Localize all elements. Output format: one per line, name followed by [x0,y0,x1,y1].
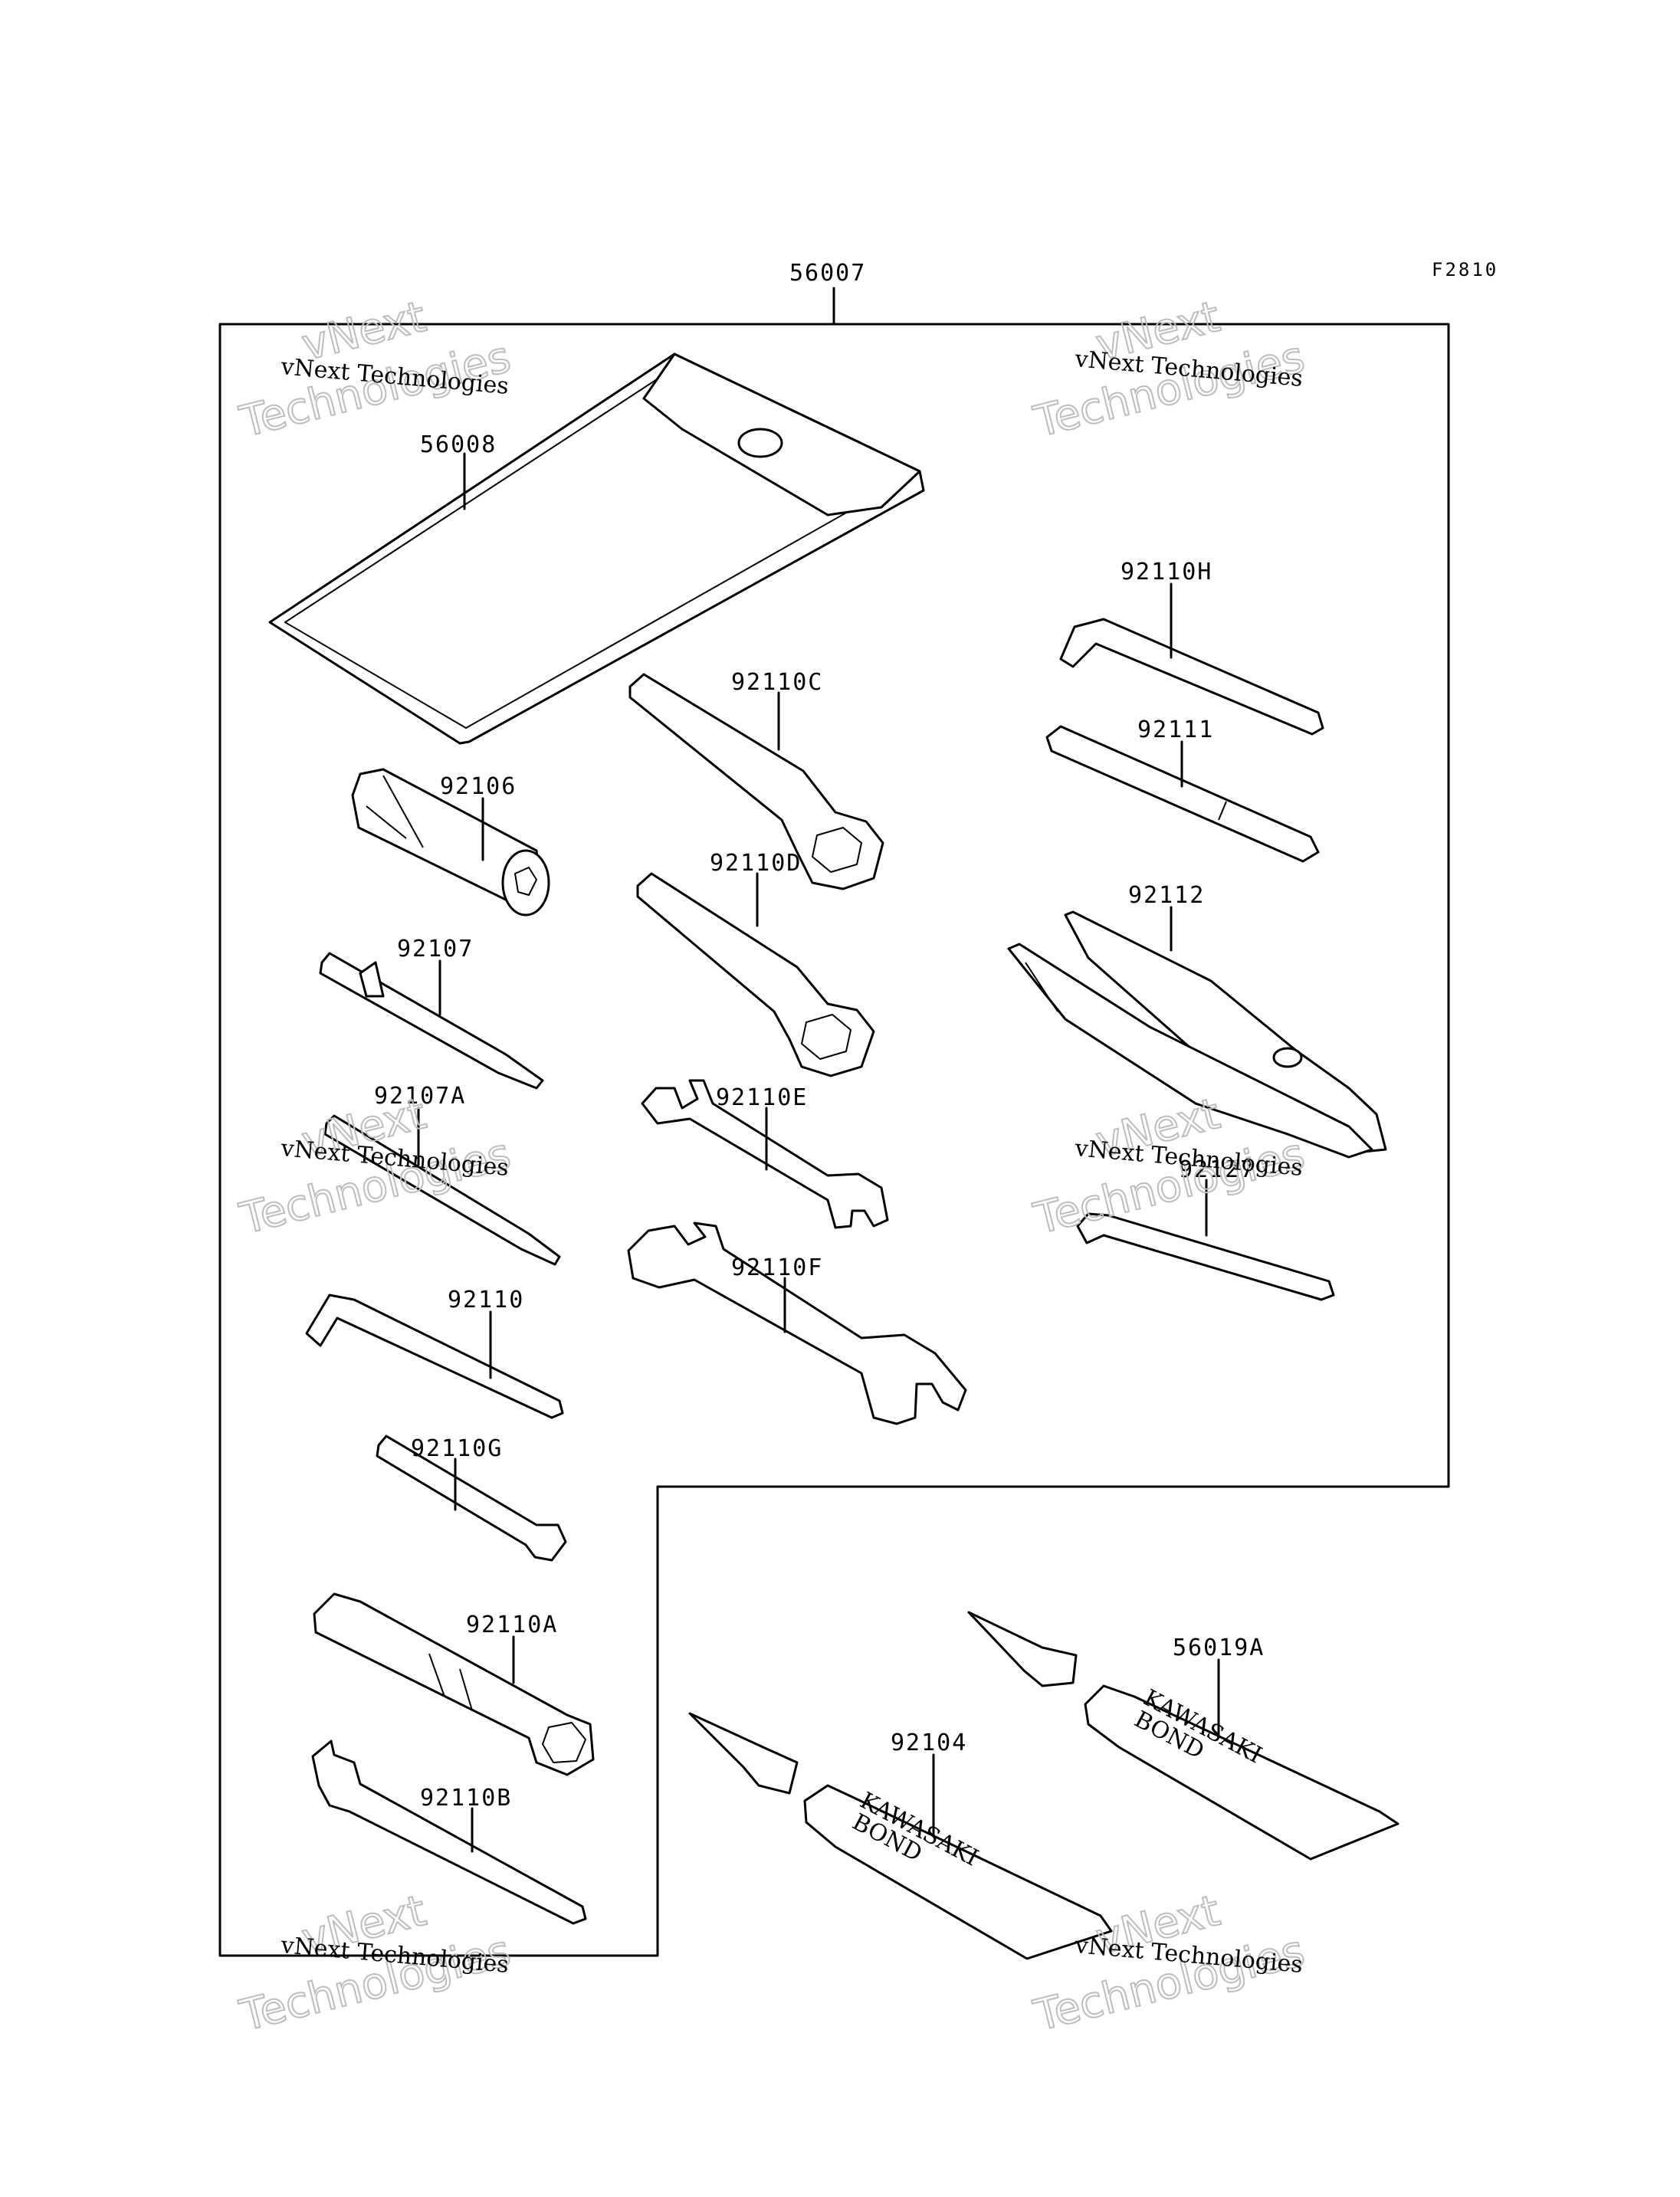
label-56008: 56008 [420,431,497,458]
bond-tube-92104: KAWASAKI BOND [688,1712,1113,1960]
label-92107: 92107 [397,936,474,962]
pliers [1007,910,1387,1159]
screwdriver [319,952,544,1090]
watermark-top-left: vNext Technologies vNext Technologies [235,291,517,448]
box-wrench [351,768,550,917]
label-92110d: 92110D [710,850,802,877]
label-92110c: 92110C [731,669,823,696]
plug-wrench [313,1592,595,1776]
label-92112: 92112 [1128,882,1205,909]
label-56007: 56007 [789,260,866,287]
kit-outline [218,323,1450,1957]
figure-code: F2810 [1432,259,1498,280]
ring-wrench-c [628,673,884,890]
watermark-top-right: vNext Technologies vNext Technologies [1029,291,1311,448]
hex-wrench [305,1294,564,1419]
hex-wrench-h [1059,618,1324,736]
label-56019a: 56019A [1173,1635,1265,1661]
label-92111: 92111 [1137,716,1214,743]
extension-handle [1045,725,1320,863]
label-92110b: 92110B [420,1785,512,1812]
label-92110h: 92110H [1121,559,1212,585]
hex-wrench-92127 [1076,1212,1335,1301]
label-92110: 92110 [448,1287,524,1313]
label-92110g: 92110G [411,1435,503,1462]
label-92110a: 92110A [466,1612,558,1638]
screwdriver-a [323,1114,561,1266]
label-92106: 92106 [440,773,517,800]
small-wrench [376,1435,567,1562]
open-wrench-e [641,1079,889,1229]
label-92110e: 92110E [716,1084,808,1111]
tool-pouch [268,353,925,745]
label-92127: 92127 [1179,1156,1255,1183]
ring-wrench-d [636,872,875,1077]
label-92107a: 92107A [374,1083,466,1110]
label-92110f: 92110F [731,1254,823,1281]
open-wrench-f [627,1221,967,1425]
label-92104: 92104 [891,1730,967,1756]
watermark-bottom-left: vNext Technologies vNext Technologies [235,1885,517,2042]
hook-wrench [311,1740,587,1925]
